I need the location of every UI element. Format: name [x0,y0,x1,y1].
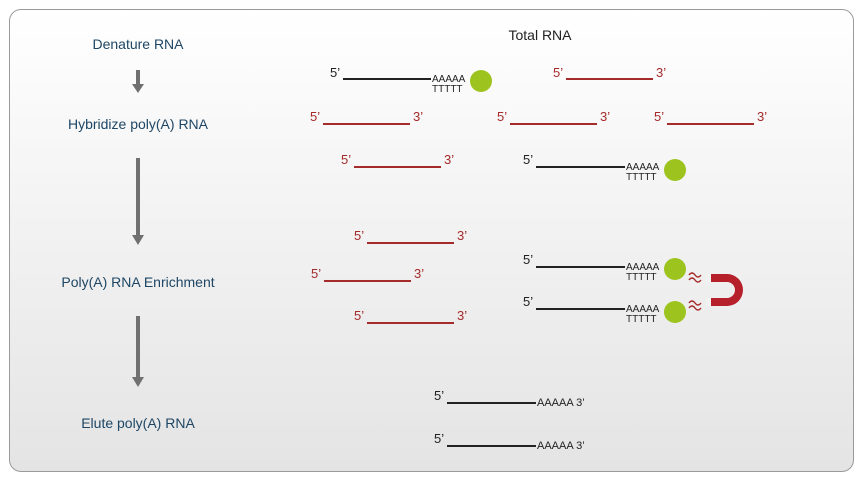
polya-rna-with-bead: 5’ AAAAA TTTTT [523,252,702,283]
step-elute-label: Elute poly(A) RNA [81,415,195,431]
diagram-title: Total RNA [508,27,572,43]
three-prime-label: 3’ [656,65,666,80]
five-prime-label: 5’ [354,308,364,323]
green-bead-icon [470,70,492,92]
polyt-probe: TTTTT [432,84,463,95]
three-prime-label: 3’ [457,308,467,323]
red-rna-strand: 5’ 3’ [354,308,467,324]
five-prime-label: 5’ [523,152,533,167]
red-rna-strand: 5’ 3’ [310,109,423,125]
five-prime-label: 5’ [553,65,563,80]
five-prime-label: 5’ [654,109,664,124]
red-rna-strand: 5’ 3’ [354,228,467,244]
three-prime-label: 3’ [413,109,423,124]
red-rna-strand: 5’ 3’ [553,65,666,80]
step-arrow-2 [132,158,144,245]
five-prime-label: 5’ [310,109,320,124]
three-prime-label: 3’ [414,266,424,281]
red-rna-strand: 5’ 3’ [497,109,610,125]
green-bead-icon [664,159,686,181]
three-prime-label: 3’ [757,109,767,124]
polyt-probe: TTTTT [626,172,657,183]
polyt-probe: TTTTT [626,314,657,325]
three-prime-label: 3’ [444,152,454,167]
step-denature-label: Denature RNA [92,36,184,52]
polya-tail: AAAAA [626,262,660,273]
wavy-attraction-icon [688,272,702,283]
red-rna-strand: 5’ 3’ [311,266,424,282]
polya-rna-with-bead: 5’ AAAAA TTTTT [330,65,492,95]
polya-tail-three-prime: AAAAA 3’ [537,397,585,409]
three-prime-label: 3’ [457,228,467,243]
wavy-attraction-icon [688,300,702,311]
polya-rna-with-bead: 5’ AAAAA TTTTT [523,294,702,325]
five-prime-label: 5’ [523,252,533,267]
five-prime-label: 5’ [523,294,533,309]
red-rna-strand: 5’ 3’ [654,109,767,125]
polya-rna-with-bead: 5’ AAAAA TTTTT [523,152,686,183]
step-arrow-1 [132,70,144,93]
polya-tail: AAAAA [626,304,660,315]
five-prime-label: 5’ [341,152,351,167]
green-bead-icon [664,301,686,323]
eluted-polya-rna: 5’ AAAAA 3’ [434,431,585,452]
polya-tail: AAAAA [432,74,466,85]
three-prime-label: 3’ [600,109,610,124]
eluted-polya-rna: 5’ AAAAA 3’ [434,388,585,409]
diagram-panel: Total RNA Denature RNA Hybridize poly(A)… [9,9,854,472]
five-prime-label: 5’ [434,388,444,403]
polya-tail-three-prime: AAAAA 3’ [537,440,585,452]
step-enrichment-label: Poly(A) RNA Enrichment [61,274,214,290]
magnet-icon [706,274,743,306]
polyt-probe: TTTTT [626,272,657,283]
green-bead-icon [664,258,686,280]
step-arrow-3 [132,316,144,387]
five-prime-label: 5’ [354,228,364,243]
five-prime-label: 5’ [330,65,340,80]
polya-tail: AAAAA [626,162,660,173]
five-prime-label: 5’ [434,431,444,446]
step-hybridize-label: Hybridize poly(A) RNA [68,116,209,132]
red-rna-strand: 5’ 3’ [341,152,454,168]
five-prime-label: 5’ [311,266,321,281]
polya-enrichment-diagram: Total RNA Denature RNA Hybridize poly(A)… [61,27,767,452]
five-prime-label: 5’ [497,109,507,124]
